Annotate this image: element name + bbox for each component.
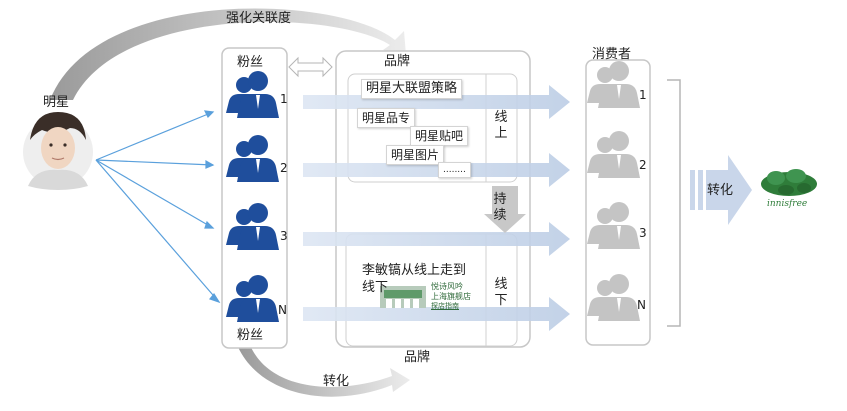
bottom-arc-arrow: [238, 345, 410, 397]
fanout-lines: [95, 110, 221, 304]
consumer-number-1: 1: [639, 88, 647, 102]
consumer-number-3: 3: [639, 226, 647, 240]
consumer-number-2: 2: [639, 158, 647, 172]
fans-panel: [221, 47, 288, 349]
fans-brand-double-arrow: [288, 56, 333, 78]
bottom-arc-label: 转化: [323, 374, 350, 389]
tag-star-brand-zone: 明星品专: [357, 108, 416, 128]
brand-title-bottom: 品牌: [404, 350, 431, 365]
offline-text: 李敏镐从线上走到线下: [362, 263, 467, 295]
tag-more: ........: [438, 162, 471, 178]
continue-down-arrow: [484, 186, 526, 233]
band-arrow-2: [303, 153, 570, 187]
top-arc-arrow: [50, 8, 406, 100]
innisfree-logo: [761, 169, 817, 196]
store-sign-1: 悦诗风吟: [431, 282, 463, 291]
star-label: 明星: [43, 95, 70, 110]
tag-star-tieba: 明星贴吧: [410, 126, 469, 146]
store-image: [380, 286, 426, 308]
fan-number-1: 1: [280, 92, 288, 106]
top-arc-label: 强化关联度: [226, 11, 292, 26]
star-portrait: [23, 112, 93, 190]
brand-title-top: 品牌: [384, 54, 411, 69]
tag-star-alliance-strategy: 明星大联盟策略: [361, 79, 463, 99]
offline-label: 线下: [494, 277, 508, 308]
store-sign-3: 探店指南: [431, 302, 459, 310]
conversion-arrow: [690, 155, 752, 225]
fans-title-bottom: 粉丝: [237, 328, 264, 343]
fan-number-n: N: [278, 303, 287, 317]
consumer-number-n: N: [637, 298, 646, 312]
store-sign-2: 上海旗舰店: [431, 292, 471, 301]
consumers-bracket: [667, 79, 681, 327]
band-arrow-3: [303, 222, 570, 256]
fan-number-2: 2: [280, 161, 288, 175]
band-arrow-n: [303, 297, 570, 331]
innisfree-wordmark: innisfree: [767, 199, 808, 209]
continue-label: 持续: [493, 192, 507, 223]
fans-title-top: 粉丝: [237, 55, 264, 70]
fan-number-3: 3: [280, 229, 288, 243]
band-arrow-1: [303, 85, 570, 119]
tag-star-pictures: 明星图片: [386, 145, 445, 165]
consumers-title: 消费者: [592, 47, 632, 62]
online-label: 线上: [494, 110, 508, 141]
conversion-label: 转化: [707, 183, 734, 198]
